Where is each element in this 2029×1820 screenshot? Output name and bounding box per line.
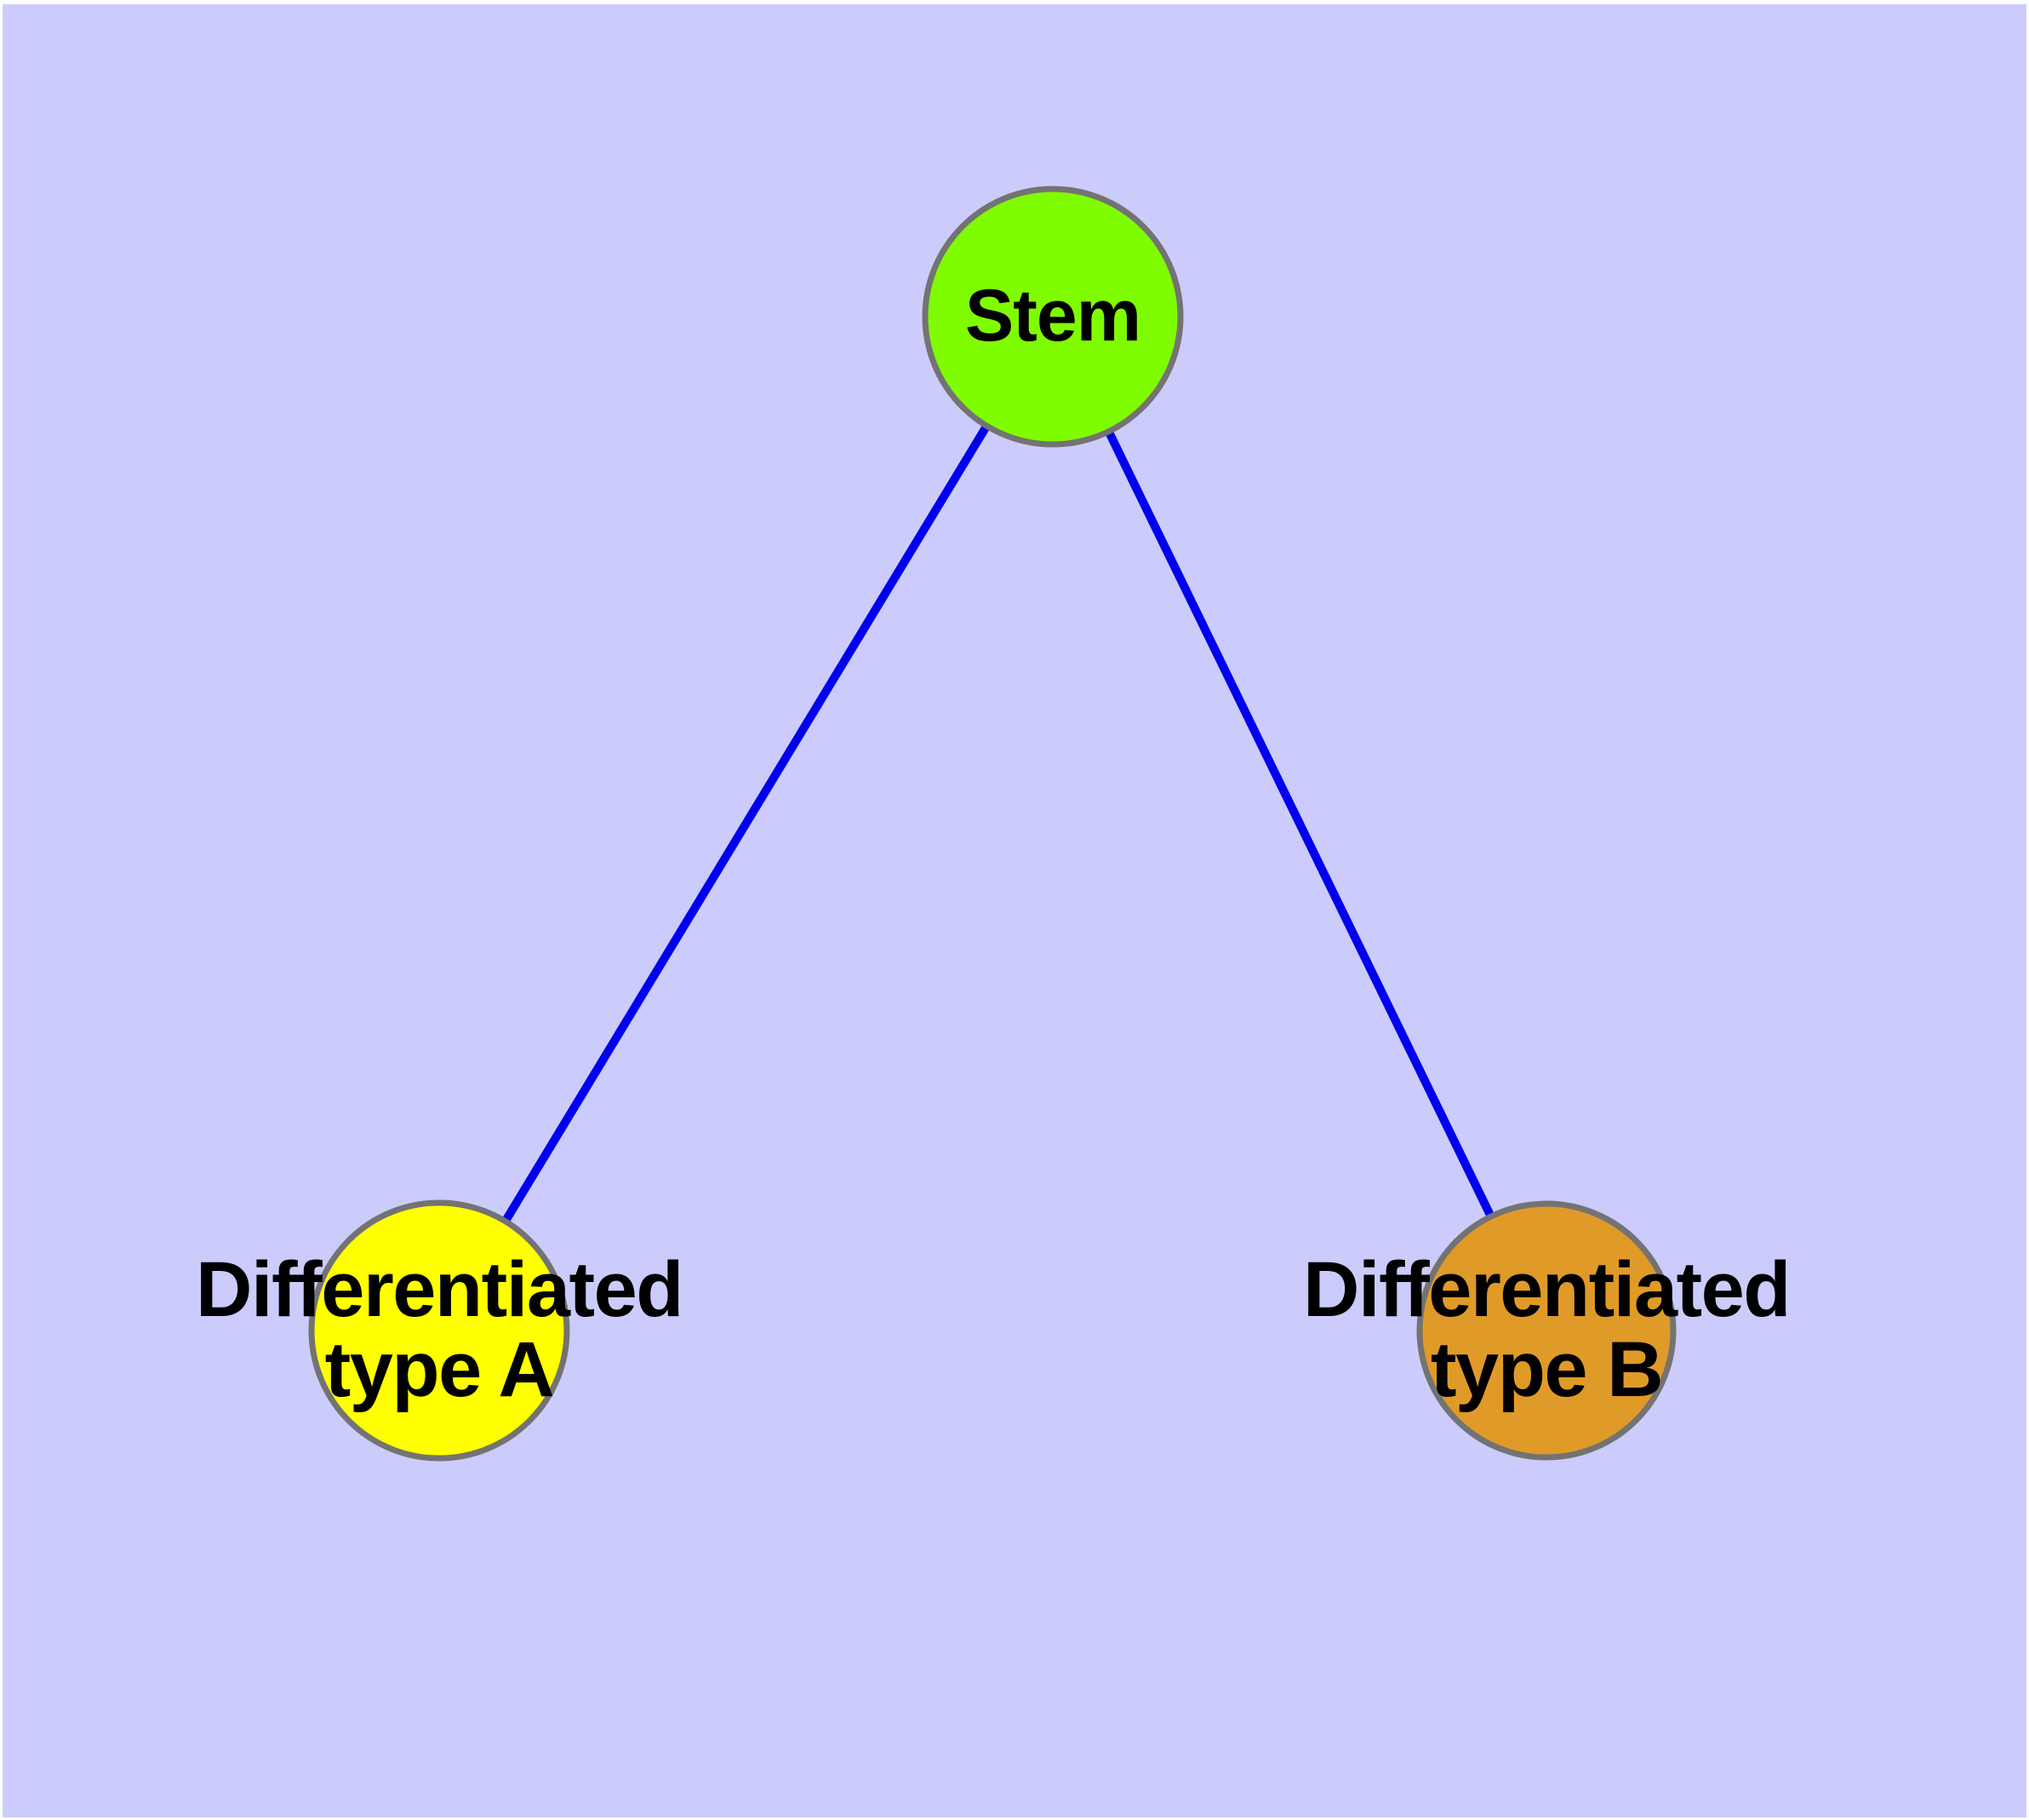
node-layer — [308, 186, 1677, 1462]
edge-stem-to-differentiated-type-b[interactable] — [1049, 314, 1551, 1333]
edge-stem-to-differentiated-type-a[interactable] — [435, 314, 1057, 1333]
node-stem[interactable] — [922, 186, 1184, 448]
node-differentiated-type-b[interactable] — [1416, 1200, 1677, 1461]
node-differentiated-type-a[interactable] — [308, 1199, 570, 1462]
edge-layer — [435, 314, 1551, 1333]
